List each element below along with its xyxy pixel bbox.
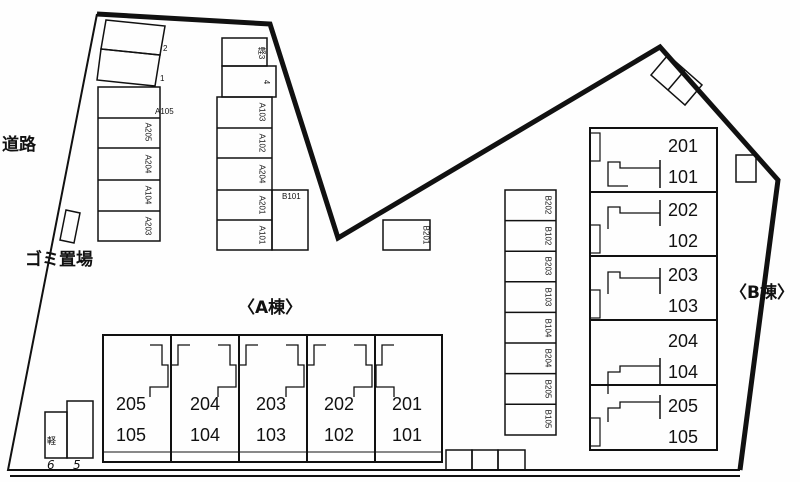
corner-box xyxy=(649,53,704,107)
unit-number: 101 xyxy=(668,167,699,187)
parking-label: A101 xyxy=(257,225,267,245)
building-b-outline xyxy=(589,127,718,451)
unit-number: 203 xyxy=(256,394,287,414)
property-boundary xyxy=(96,11,781,471)
building-b-label: 〈B棟〉 xyxy=(730,283,794,303)
parking-label: 5 xyxy=(73,458,81,472)
parking-label: A103 xyxy=(257,102,267,122)
parking-label: A102 xyxy=(257,133,267,153)
unit-number: 204 xyxy=(190,394,221,414)
building-a-label: 〈A棟〉 xyxy=(238,298,303,318)
parking-label: A203 xyxy=(143,216,153,236)
unit-number: 103 xyxy=(256,425,287,445)
unit-number: 103 xyxy=(668,296,699,316)
garbage-area-label: ゴミ置場 xyxy=(25,250,93,270)
parking-label: B102 xyxy=(543,226,553,246)
parking-label: B105 xyxy=(543,409,553,429)
unit-number: 101 xyxy=(392,425,423,445)
parking-mid-column xyxy=(216,37,309,251)
parking-space-1 xyxy=(96,48,161,87)
unit-number: 105 xyxy=(668,427,699,447)
garbage-area-box xyxy=(59,209,81,244)
unit-number: 105 xyxy=(116,425,147,445)
unit-number: 205 xyxy=(116,394,147,414)
parking-space-b201 xyxy=(382,219,431,251)
parking-label: B205 xyxy=(543,379,553,399)
parking-label: A204 xyxy=(257,164,267,184)
parking-label: 2 xyxy=(163,44,168,53)
parking-label: 1 xyxy=(160,74,165,83)
parking-label: B104 xyxy=(543,318,553,338)
small-box xyxy=(735,154,757,183)
parking-label: 6 xyxy=(47,458,55,472)
parking-b-column xyxy=(504,189,557,436)
parking-label: 4 xyxy=(262,79,272,85)
parking-label: A104 xyxy=(143,185,153,205)
parking-label: A204 xyxy=(143,154,153,174)
parking-left-column xyxy=(97,86,161,242)
parking-label: 軽3 xyxy=(257,46,267,60)
unit-number: 204 xyxy=(668,331,699,351)
parking-label: B201 xyxy=(421,225,431,245)
parking-label: B103 xyxy=(543,287,553,307)
unit-number: 201 xyxy=(392,394,423,414)
parking-label: B101 xyxy=(282,192,301,201)
unit-number: 205 xyxy=(668,396,699,416)
parking-label: B203 xyxy=(543,256,553,276)
unit-number: 104 xyxy=(190,425,221,445)
unit-number: 203 xyxy=(668,265,699,285)
unit-number: 102 xyxy=(324,425,355,445)
unit-number: 201 xyxy=(668,136,699,156)
parking-label: A105 xyxy=(155,107,174,116)
parking-label: B204 xyxy=(543,348,553,368)
parking-label: A201 xyxy=(257,195,267,215)
unit-number: 202 xyxy=(668,200,699,220)
building-a-outline xyxy=(102,334,443,463)
unit-number: 104 xyxy=(668,362,699,382)
parking-label: A205 xyxy=(143,122,153,142)
road-label: 道路 xyxy=(2,135,36,155)
unit-number: 202 xyxy=(324,394,355,414)
parking-label: 軽 xyxy=(47,437,57,447)
unit-number: 102 xyxy=(668,231,699,251)
parking-label: B202 xyxy=(543,195,553,215)
